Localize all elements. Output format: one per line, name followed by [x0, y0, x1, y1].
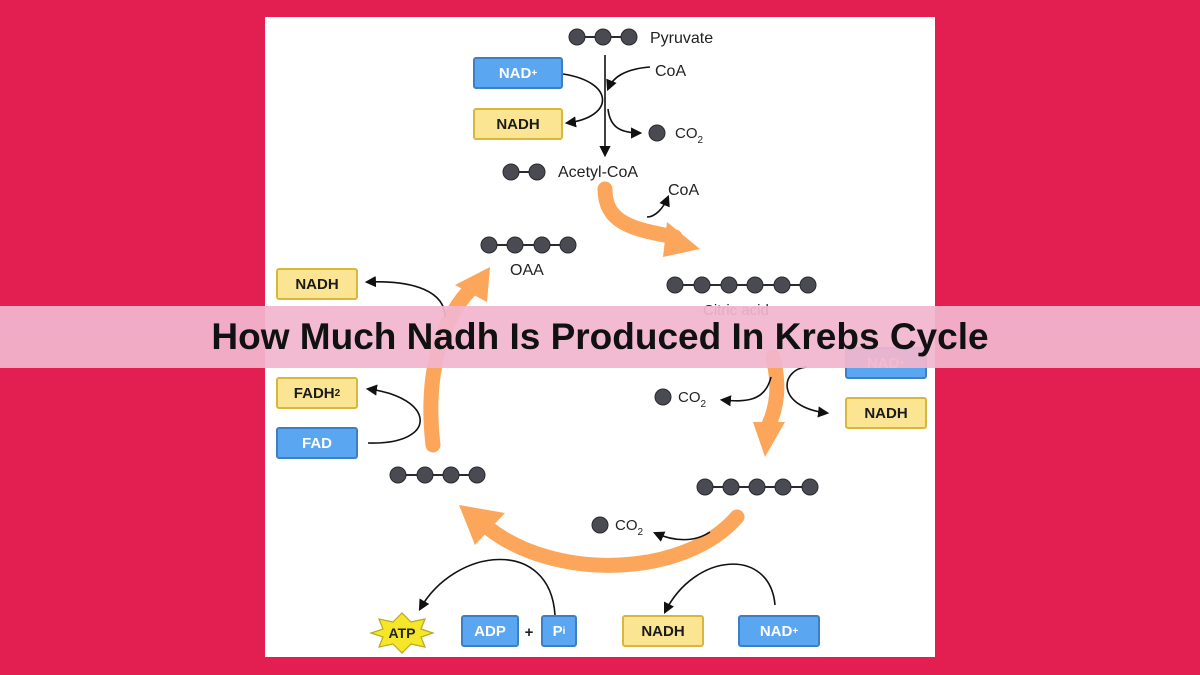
co2-bead-top	[648, 124, 666, 142]
label-atp: ATP	[389, 625, 416, 641]
title-banner: How Much Nadh Is Produced In Krebs Cycle	[0, 306, 1200, 368]
nadh-box-top: NADH	[473, 108, 563, 140]
nad-box-bottom: NAD+	[738, 615, 820, 647]
cycle-arrow-bottom	[479, 509, 745, 573]
label-pyruvate: Pyruvate	[650, 30, 713, 47]
co2-bead-right	[654, 388, 672, 406]
arrow-co2-bottom	[652, 531, 711, 542]
label-co2-top: CO2	[675, 125, 704, 146]
molecule-oaa	[480, 236, 577, 254]
atp-star-icon	[369, 612, 435, 654]
arrow-co2-right	[719, 376, 772, 407]
fad-box: FAD	[276, 427, 358, 459]
molecule-pyruvate	[568, 28, 638, 46]
molecule-four-carbon	[389, 466, 486, 484]
label-coa-out: CoA	[668, 182, 699, 199]
molecule-citric-acid	[666, 276, 817, 294]
plus-sign: +	[525, 624, 534, 641]
arrow-nad-to-nadh-bottom	[663, 563, 776, 615]
nadh-box-right: NADH	[845, 397, 927, 429]
label-acetyl-coa: Acetyl-CoA	[558, 164, 638, 181]
label-coa-in: CoA	[655, 63, 686, 80]
arrowhead-to-oaa	[455, 267, 490, 302]
cycle-arrowheads	[455, 222, 785, 545]
arrow-coa-in	[606, 66, 651, 92]
nadh-box-left: NADH	[276, 268, 358, 300]
molecule-five-carbon	[696, 478, 819, 496]
arrowhead-to-isocitrate	[753, 422, 785, 457]
page-title: How Much Nadh Is Produced In Krebs Cycle	[211, 316, 989, 357]
cycle-arrow-acetyl-to-citrate	[597, 181, 683, 245]
arrowhead-to-left	[459, 505, 505, 545]
nadh-box-bottom: NADH	[622, 615, 704, 647]
arrow-co2-top	[607, 108, 643, 139]
label-oaa: OAA	[510, 262, 544, 279]
arrow-coa-out	[646, 194, 670, 218]
arrow-nad-to-nadh-top	[562, 73, 604, 128]
arrowhead-to-citrate	[663, 222, 700, 257]
label-co2-bottom: CO2	[615, 517, 644, 538]
adp-box: ADP	[461, 615, 519, 647]
arrow-fad-to-fadh2	[365, 384, 421, 444]
label-co2-right: CO2	[678, 389, 707, 410]
arrow-adp-to-atp	[418, 558, 556, 616]
nad-box-top: NAD+	[473, 57, 563, 89]
molecule-acetyl-coa	[502, 163, 546, 181]
co2-bead-bottom	[591, 516, 609, 534]
arrow-nad-to-nadh-right	[786, 366, 830, 418]
